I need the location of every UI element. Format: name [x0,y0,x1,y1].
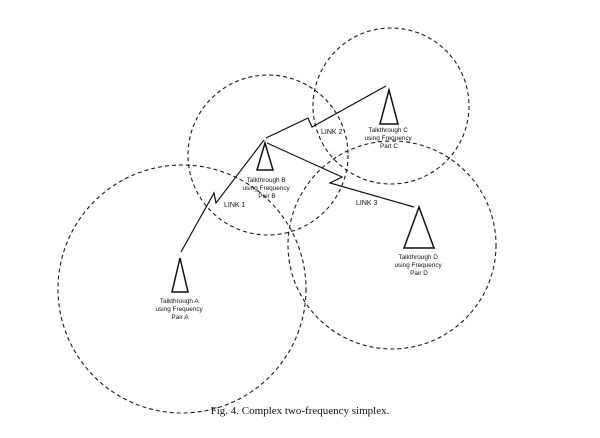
link-2-path [265,85,387,139]
tower-d-icon [402,204,436,249]
tower-b-label: Talkthrough B using Frequency Pair B [242,177,291,200]
tower-a-icon [171,257,189,293]
link-2-label: LINK 2 [321,129,343,136]
link-3-path [266,142,415,208]
tower-a-label: Talkthrough A using Frequency Pair A [155,298,204,321]
tower-c-icon [379,87,399,125]
link-1-label: LINK 1 [224,202,246,209]
coverage-circle-a [57,164,307,414]
link-1-path [180,139,265,253]
coverage-circle-b [187,74,349,236]
figure-caption: Fig. 4. Complex two-frequency simplex. [210,405,390,417]
coverage-circle-c [312,27,470,185]
coverage-circle-d [287,140,497,350]
link-3-label: LINK 3 [356,200,378,207]
tower-c-label: Talkthrough C using Frequency Part C [364,127,413,150]
tower-d-label: Talkthrough D using Frequency Pair D [394,254,443,277]
tower-b-icon [255,140,275,171]
